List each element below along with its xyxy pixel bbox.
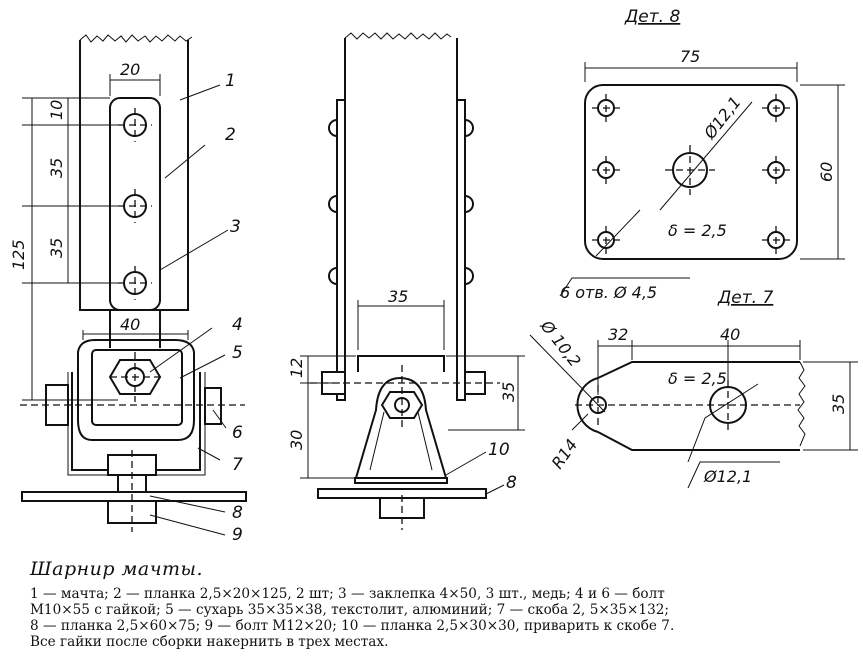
side-rivets <box>328 119 474 285</box>
callout-3: 3 <box>230 217 241 237</box>
bracket-staple <box>77 339 195 441</box>
part-8-view: Дет. 8 75 60 Ø12,1 δ = 2,5 6 отв. Ø 4,5 <box>559 7 845 302</box>
mast-hinge-drawing: 20 10 35 35 125 40 1 2 3 4 5 6 7 8 9 <box>9 7 858 545</box>
dim-width-40: 40 <box>120 315 140 334</box>
side-mast-outline <box>344 38 458 368</box>
plank-strip <box>109 97 161 311</box>
part-8-center-hole <box>672 152 708 188</box>
mast-break-line <box>79 34 193 43</box>
dim-width-20: 20 <box>120 60 140 79</box>
dim-125: 125 <box>9 239 28 270</box>
part-8-thickness: δ = 2,5 <box>668 221 727 240</box>
part-7-thickness: δ = 2,5 <box>668 369 727 388</box>
side-block <box>357 355 445 372</box>
part-7-dim-40: 40 <box>720 325 740 344</box>
side-view: 35 12 30 35 10 8 <box>287 32 525 530</box>
part-7-dia-10-2: Ø 10,2 <box>536 316 584 370</box>
dim-10: 10 <box>47 100 66 120</box>
caption: Шарнир мачты. 1 — мачта; 2 — планка 2,5×… <box>30 558 860 650</box>
part-8-dim-60: 60 <box>817 162 836 182</box>
part-7-break <box>797 361 806 447</box>
caption-text: 1 — мачта; 2 — планка 2,5×20×125, 2 шт; … <box>30 586 675 650</box>
front-view: 20 10 35 35 125 40 1 2 3 4 5 6 7 8 9 <box>9 34 247 545</box>
side-plank-right <box>456 99 466 401</box>
part-7-label: Дет. 7 <box>717 288 773 308</box>
callout-9: 9 <box>232 525 243 545</box>
callout-2: 2 <box>225 125 236 145</box>
callout-10: 10 <box>488 440 510 460</box>
part-7-dim-35: 35 <box>829 394 848 414</box>
callout-7: 7 <box>232 455 243 475</box>
part-8-plate <box>584 84 798 260</box>
dim-30: 30 <box>287 430 306 450</box>
caption-title: Шарнир мачты. <box>30 558 204 580</box>
dim-12: 12 <box>287 358 306 378</box>
block-insert <box>91 349 183 426</box>
side-mast-break <box>344 32 452 40</box>
callout-1: 1 <box>225 71 236 91</box>
dim-35-upper: 35 <box>47 158 66 178</box>
side-bracket <box>354 376 448 479</box>
base-plank <box>21 491 247 502</box>
side-plank-10 <box>354 477 448 484</box>
side-plank-left <box>336 99 346 401</box>
part-8-label: Дет. 8 <box>624 7 680 27</box>
dim-width-35: 35 <box>388 287 408 306</box>
callout-5: 5 <box>232 343 243 363</box>
part-7-view: Дет. 7 32 40 Ø 10,2 δ = 2,5 35 R14 Ø12,1 <box>529 288 858 489</box>
callout-6: 6 <box>232 423 243 443</box>
callout-4: 4 <box>232 315 243 335</box>
part-7-radius-14: R14 <box>548 436 582 473</box>
callout-8-side: 8 <box>506 473 517 493</box>
dim-height-35: 35 <box>499 382 518 402</box>
dim-35-lower: 35 <box>47 238 66 258</box>
part-7-dia-12-1: Ø12,1 <box>703 467 752 486</box>
part-7-dim-32: 32 <box>608 325 628 344</box>
callout-8: 8 <box>232 503 243 523</box>
part-8-dim-75: 75 <box>680 47 700 66</box>
part-8-holes-note: 6 отв. Ø 4,5 <box>560 283 657 302</box>
